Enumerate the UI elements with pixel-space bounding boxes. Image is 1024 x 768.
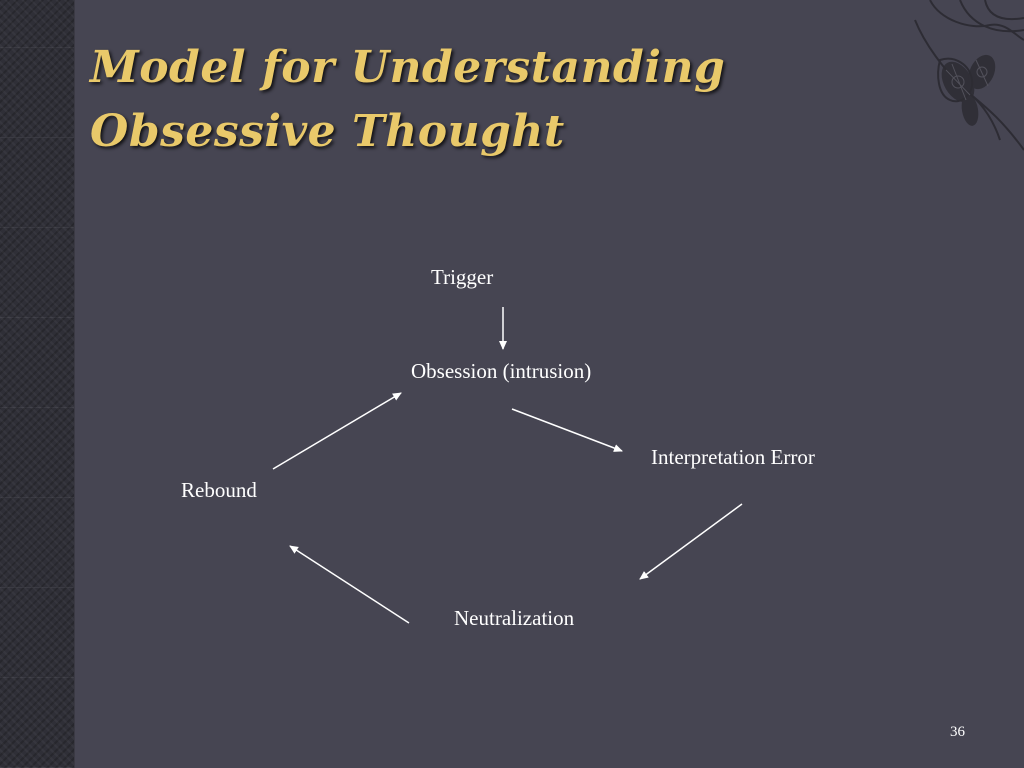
patterned-side-strip xyxy=(0,0,75,768)
title-line-2: Obsessive Thought xyxy=(90,106,565,157)
node-neutralization: Neutralization xyxy=(454,606,575,630)
node-rebound: Rebound xyxy=(181,478,257,502)
node-obsession: Obsession (intrusion) xyxy=(411,359,592,383)
arrow-rebound-to-obsession xyxy=(272,392,402,470)
butterfly-ornament-icon xyxy=(914,0,1024,151)
arrow-interpretation-to-neutralization xyxy=(639,503,743,580)
node-interpretation-error: Interpretation Error xyxy=(651,445,815,469)
slide-page-number: 36 xyxy=(950,724,965,740)
title-line-1: Model for Understanding xyxy=(90,42,726,93)
arrow-neutralization-to-rebound xyxy=(289,545,410,624)
node-trigger: Trigger xyxy=(431,265,494,289)
slide-title: Model for Understanding Obsessive Though… xyxy=(90,36,790,164)
arrow-obsession-to-interpretation xyxy=(511,408,623,452)
